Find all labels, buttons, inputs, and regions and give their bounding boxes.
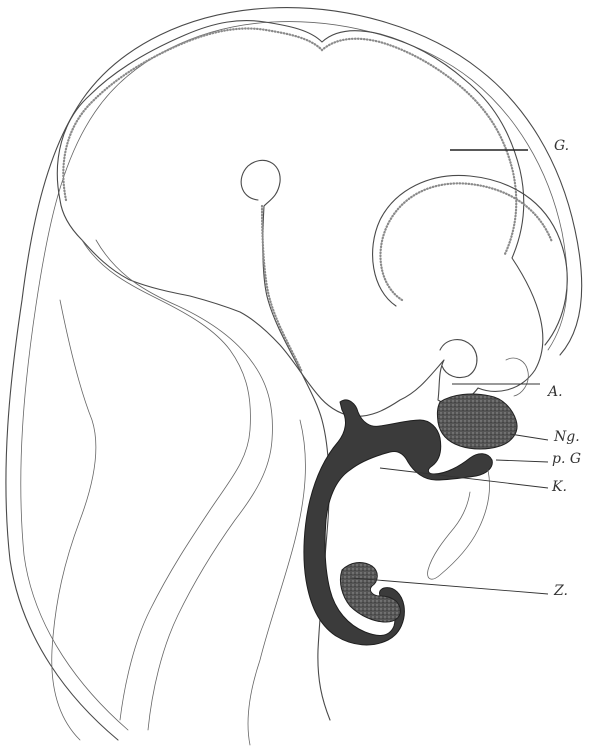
inner-skin-contour <box>21 22 567 730</box>
label-g: G. <box>554 139 569 153</box>
label-ng: Ng. <box>554 430 580 444</box>
tissue-layer-three <box>52 300 96 740</box>
label-z: Z. <box>554 584 568 598</box>
brain-outline <box>57 21 543 417</box>
lower-tissue <box>248 420 305 745</box>
ng-mass <box>437 394 517 449</box>
neural-canal <box>241 160 330 720</box>
tissue-layer-two <box>96 240 272 730</box>
outer-skin-contour <box>6 8 582 740</box>
label-pg: p. G <box>552 452 581 466</box>
label-a: A. <box>548 385 563 399</box>
posterior-fold <box>428 470 490 579</box>
small-process <box>506 358 528 396</box>
leader-pg <box>496 460 548 462</box>
anterior-bulge <box>440 340 477 378</box>
label-k: K. <box>552 480 567 494</box>
tissue-layer-one <box>82 240 250 720</box>
hemisphere-outline <box>373 175 568 345</box>
leader-ng <box>510 434 548 440</box>
